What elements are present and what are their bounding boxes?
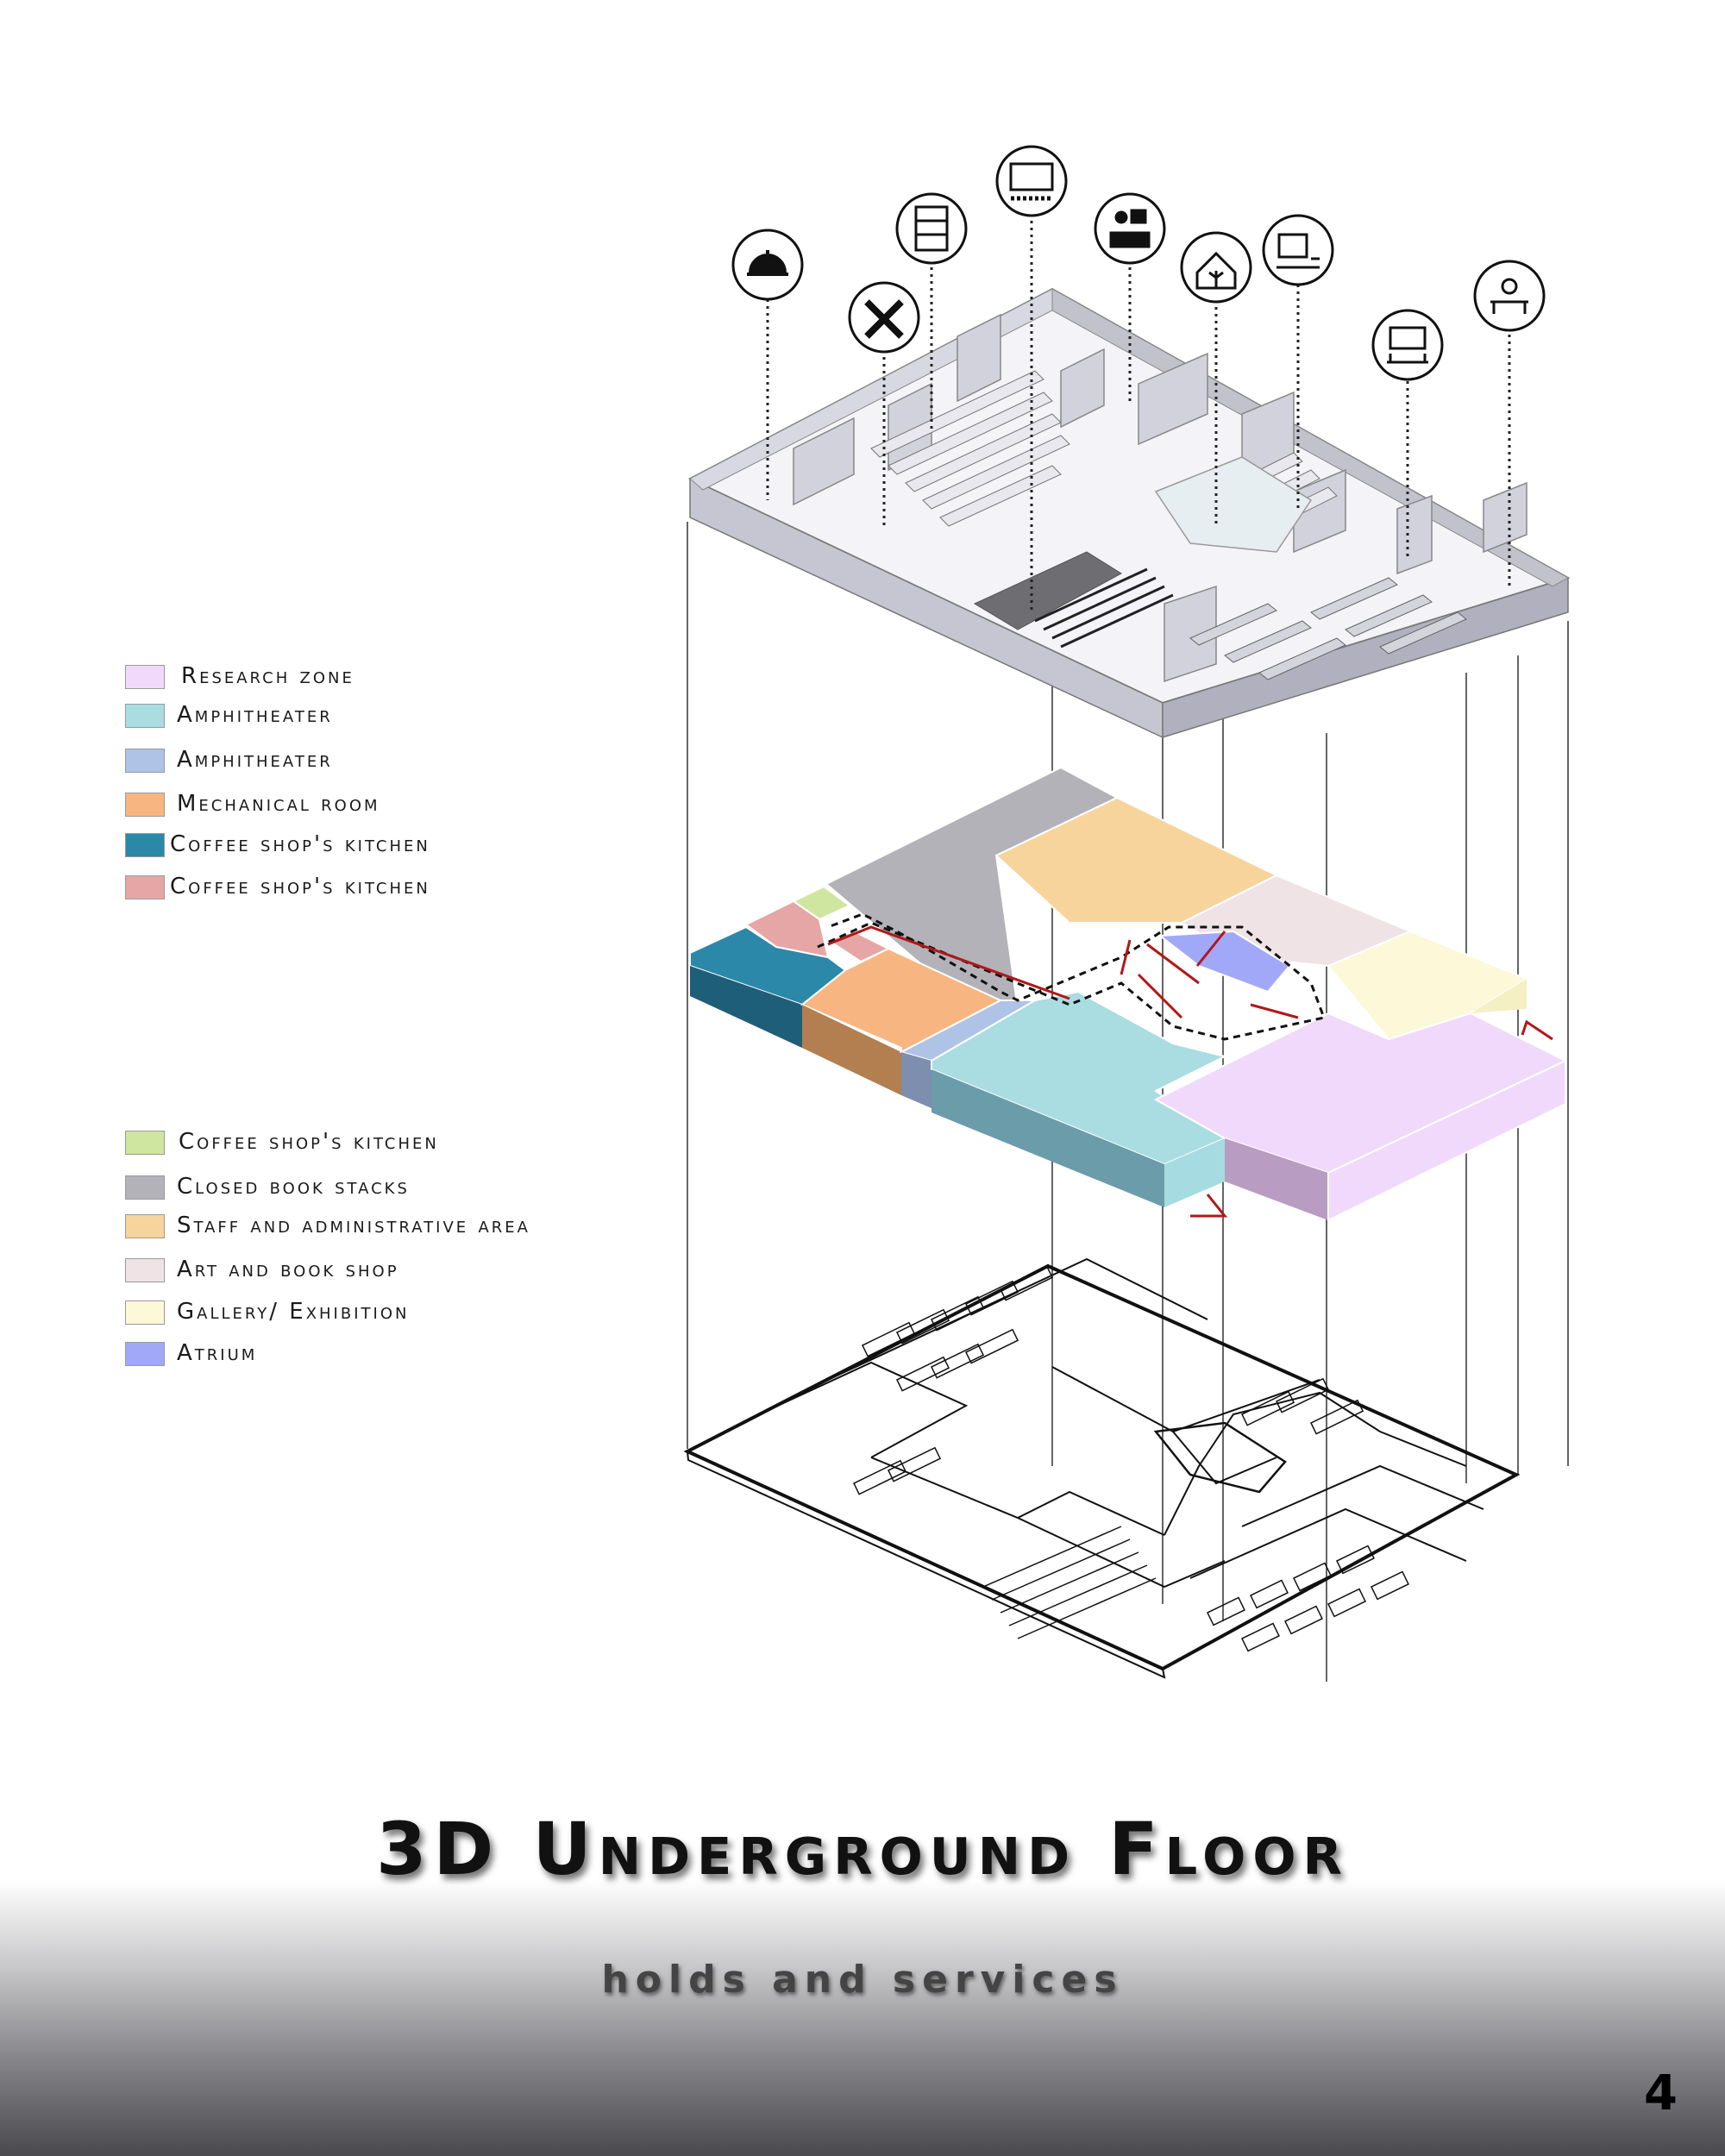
zone-coffee-teal xyxy=(689,925,847,1006)
legend-swatch xyxy=(125,1300,165,1325)
legend-item: Staff and administrative area xyxy=(125,1209,643,1244)
page-number: 4 xyxy=(1644,2065,1678,2122)
legend-label: Mechanical room xyxy=(177,791,380,817)
reading-meeting-icon xyxy=(1473,260,1546,332)
legend-label: Amphitheater xyxy=(177,747,333,773)
zone-atrium xyxy=(1157,930,1291,993)
icon-circles xyxy=(731,145,1546,381)
legend-swatch xyxy=(125,793,165,817)
legend-label: Gallery/ Exhibition xyxy=(177,1299,410,1325)
legend-label: Art and book shop xyxy=(177,1257,399,1282)
plan-outline xyxy=(683,1263,1521,1671)
icon-leaders xyxy=(766,214,1511,612)
legend-item: Coffee shop's kitchen xyxy=(125,828,643,862)
legend-swatch xyxy=(125,665,165,689)
legend-swatch xyxy=(125,833,165,857)
reception-desk-icon xyxy=(1094,192,1166,265)
legend-item: Atrium xyxy=(125,1337,643,1371)
legend-label: Atrium xyxy=(177,1340,258,1366)
legend-label: Coffee shop's kitchen xyxy=(170,874,430,899)
computer-workstation-icon xyxy=(1262,214,1334,286)
legend-item: Research zone xyxy=(125,660,643,694)
legend-item: Gallery/ Exhibition xyxy=(125,1295,643,1330)
legend-swatch xyxy=(125,1131,165,1155)
circulation-path xyxy=(817,912,1327,1041)
model-wall-right-front xyxy=(1162,576,1569,739)
legend-swatch xyxy=(125,1175,165,1200)
zone-research xyxy=(1153,1012,1568,1175)
legend-item: Amphitheater xyxy=(125,743,643,778)
model-atrium xyxy=(1154,456,1313,553)
legend-item: Closed book stacks xyxy=(125,1170,643,1205)
exhibition-display-icon xyxy=(1371,309,1444,381)
legend-swatch xyxy=(125,1258,165,1282)
legend-label: Amphitheater xyxy=(177,702,333,728)
legend-swatch xyxy=(125,704,165,728)
zoning-level xyxy=(689,766,1568,1222)
page-subtitle: holds and services xyxy=(601,1958,1124,2002)
presentation-screen-icon xyxy=(995,145,1068,217)
legend-swatch xyxy=(125,875,165,899)
tools-icon xyxy=(848,281,920,354)
top-3d-model xyxy=(687,287,1571,739)
legend-item: Coffee shop's kitchen xyxy=(125,1125,643,1160)
model-amphitheater-stage xyxy=(973,551,1122,630)
legend-label: Coffee shop's kitchen xyxy=(179,1129,439,1155)
legend-swatch xyxy=(125,1214,165,1238)
legend-item: Amphitheater xyxy=(125,699,643,733)
floor-plan-level xyxy=(683,1257,1521,1679)
legend-item: Coffee shop's kitchen xyxy=(125,870,643,905)
bookshelf-icon xyxy=(895,192,968,265)
legend-item: Art and book shop xyxy=(125,1253,643,1288)
legend-swatch xyxy=(125,749,165,773)
legend-label: Coffee shop's kitchen xyxy=(170,831,430,857)
axonometric-diagram xyxy=(683,145,1571,1682)
house-tree-icon xyxy=(1180,231,1252,304)
legend-swatch xyxy=(125,1342,165,1366)
legend-label: Closed book stacks xyxy=(177,1174,410,1200)
legend-label: Research zone xyxy=(181,663,354,689)
service-cloche-icon xyxy=(731,229,804,301)
legend-label: Staff and administrative area xyxy=(177,1213,530,1238)
legend-item: Mechanical room xyxy=(125,787,643,822)
page-title: 3D Underground Floor xyxy=(376,1807,1349,1891)
